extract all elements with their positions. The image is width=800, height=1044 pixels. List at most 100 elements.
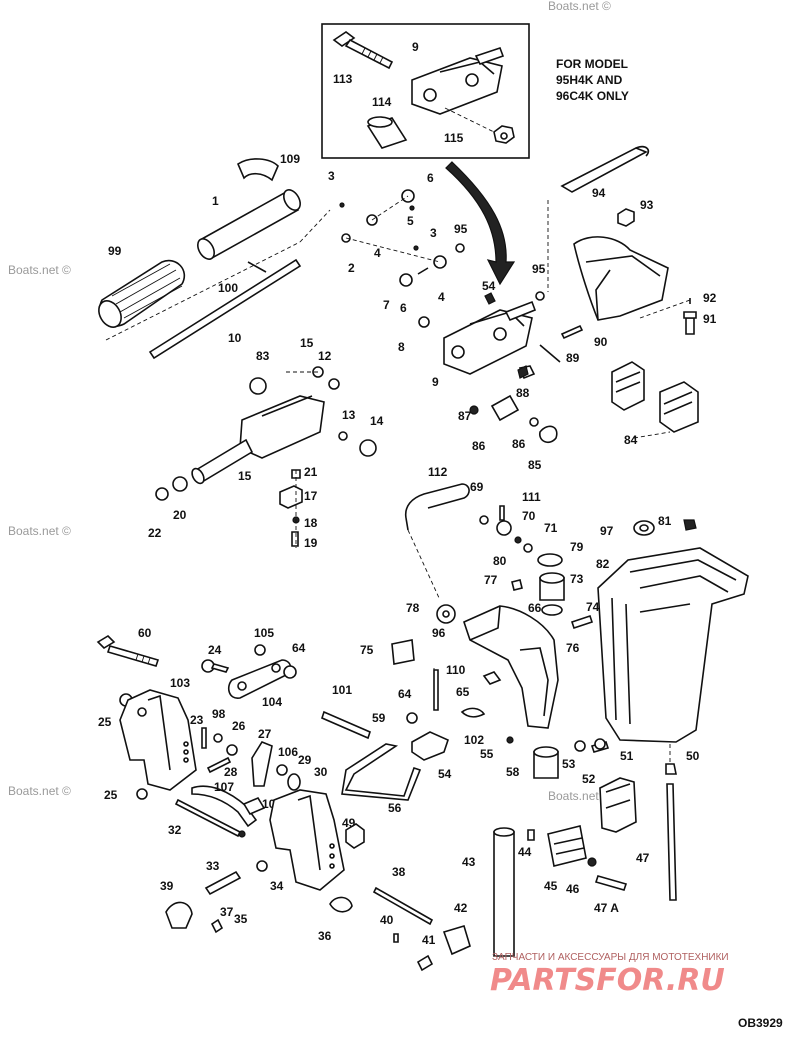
callout: 28 — [224, 765, 238, 779]
callout: 38 — [392, 865, 406, 879]
bolt-113-drawing — [332, 31, 394, 70]
callout: 40 — [380, 913, 394, 927]
callout: 64 — [398, 687, 412, 701]
bracket-9-inset-drawing — [411, 46, 505, 115]
callout: 27 — [258, 727, 272, 741]
callout: 45 — [544, 879, 558, 893]
callout: 39 — [160, 879, 174, 893]
callout: 13 — [342, 408, 356, 422]
callout: 8 — [398, 340, 405, 354]
callout: 33 — [206, 859, 220, 873]
callout: 6 — [427, 171, 434, 185]
callout: 70 — [522, 509, 536, 523]
callout: 78 — [406, 601, 420, 615]
callout: 50 — [686, 749, 700, 763]
callout: 82 — [596, 557, 610, 571]
callout: 115 — [444, 131, 464, 145]
callout: 2 — [348, 261, 355, 275]
callout: 98 — [212, 707, 226, 721]
callout: 103 — [170, 676, 190, 690]
callout: 66 — [528, 601, 542, 615]
callout: 90 — [594, 335, 608, 349]
callout: 84 — [624, 433, 638, 447]
callout: 4 — [374, 246, 381, 260]
callout: 15 — [238, 469, 252, 483]
callout: 12 — [318, 349, 332, 363]
callout: 81 — [658, 514, 672, 528]
callout: 22 — [148, 526, 162, 540]
stern-bracket-left: 60 24 105 64 104 103 25 23 98 26 27 28 1… — [96, 626, 328, 838]
tilt-lock-parts: 88 87 86 86 85 84 — [458, 361, 699, 472]
callout: 106 — [278, 745, 298, 759]
callout: 88 — [516, 386, 530, 400]
callout: 32 — [168, 823, 182, 837]
figure-code: OB3929 — [738, 1016, 783, 1030]
callout: 43 — [462, 855, 476, 869]
callout: 6 — [400, 301, 407, 315]
brand-tagline: ЗАПЧАСТИ И АКСЕССУАРЫ ДЛЯ МОТОТЕХНИКИ — [492, 952, 729, 963]
callout: 34 — [270, 879, 284, 893]
callout: 65 — [456, 685, 470, 699]
center-linkage-parts: 101 59 102 55 54 56 — [321, 683, 514, 815]
callout: 25 — [98, 715, 112, 729]
model-note-line1: FOR MODEL — [556, 57, 628, 71]
callout: 92 — [703, 291, 717, 305]
callout: 24 — [208, 643, 222, 657]
callout: 95 — [454, 222, 468, 236]
callout: 91 — [703, 312, 717, 326]
callout: 30 — [314, 765, 328, 779]
callout: 97 — [600, 524, 614, 538]
callout: 3 — [328, 169, 335, 183]
watermark: Boats.net © — [8, 784, 71, 798]
callout: 49 — [342, 816, 356, 830]
callout: 101 — [332, 683, 352, 697]
callout: 76 — [566, 641, 580, 655]
callout: 59 — [372, 711, 386, 725]
callout: 80 — [493, 554, 507, 568]
callout: 96 — [432, 626, 446, 640]
friction-parts: 21 17 18 19 20 22 — [148, 465, 318, 550]
callout: 110 — [446, 663, 466, 677]
callout: 1 — [212, 194, 219, 208]
callout: 73 — [570, 572, 584, 586]
callout: 107 — [214, 780, 234, 794]
nut-115-drawing — [444, 107, 515, 144]
callout: 14 — [370, 414, 384, 428]
callout: 104 — [262, 695, 282, 709]
callout: 42 — [454, 901, 468, 915]
callout: 111 — [522, 490, 541, 504]
model-note-line2: 95H4K AND — [556, 73, 623, 87]
callout: 86 — [472, 439, 486, 453]
callout: 85 — [528, 458, 542, 472]
callout: 41 — [422, 933, 436, 947]
bottom-parts: 38 40 41 42 43 44 45 46 47 A 47 — [372, 825, 650, 972]
callout: 89 — [566, 351, 580, 365]
callout: 47 A — [594, 901, 619, 915]
throttle-hardware-cluster: 3 6 5 4 2 3 95 4 7 6 8 — [328, 169, 468, 354]
callout: 53 — [562, 757, 576, 771]
exhaust-housing-77 — [597, 547, 749, 743]
callout: 99 — [108, 244, 122, 258]
inset-arrow — [445, 161, 516, 286]
callout: 105 — [254, 626, 274, 640]
callout: 77 — [484, 573, 498, 587]
spacer-114-drawing — [366, 116, 408, 149]
callout: 44 — [518, 845, 532, 859]
callout: 10 — [228, 331, 242, 345]
callout: 69 — [470, 480, 484, 494]
inset-frame — [321, 23, 530, 159]
callout: 52 — [582, 772, 596, 786]
watermark: Boats.net © — [8, 524, 71, 538]
watermark: Boats.net © — [548, 789, 611, 803]
callout: 54 — [438, 767, 452, 781]
callout: 75 — [360, 643, 374, 657]
shift-linkage-group: 112 69 111 70 71 80 79 97 81 82 77 73 — [404, 465, 697, 630]
callout: 7 — [383, 298, 390, 312]
callout: 95 — [532, 262, 546, 276]
callout: 9 — [412, 40, 419, 54]
callout: 3 — [430, 226, 437, 240]
callout: 94 — [592, 186, 606, 200]
lower-swivel-parts: 58 53 52 51 50 — [506, 738, 700, 901]
callout: 55 — [480, 747, 494, 761]
callout: 17 — [304, 489, 318, 503]
